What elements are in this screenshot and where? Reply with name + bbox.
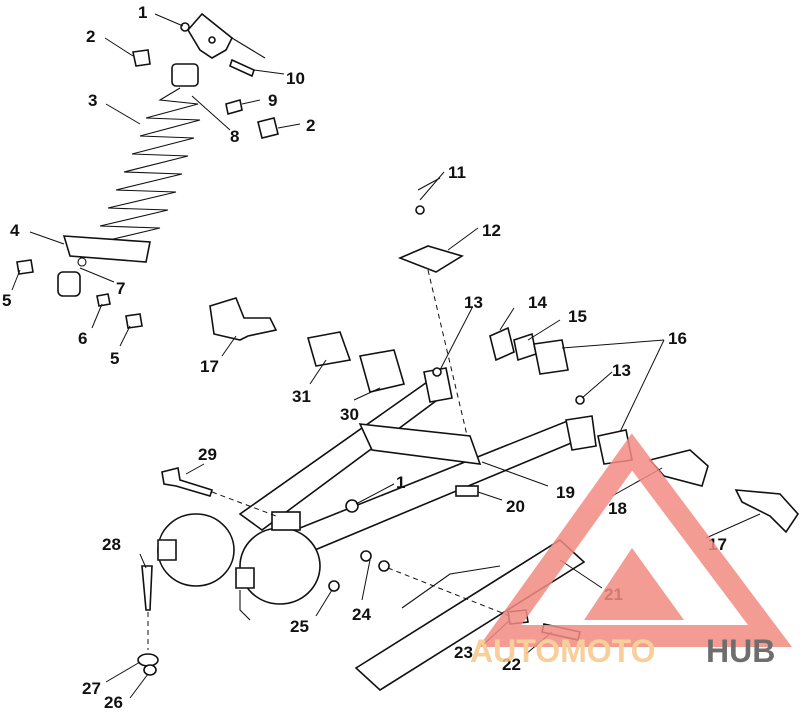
sleeve-6	[96, 293, 111, 307]
nut-1b	[345, 499, 359, 513]
label-2-left: 2	[86, 27, 95, 46]
label-18: 18	[608, 499, 627, 518]
label-23: 23	[454, 643, 473, 662]
label-20: 20	[506, 497, 525, 516]
label-2-right: 2	[306, 116, 315, 135]
left-pivot-hardware	[209, 297, 406, 393]
bushing-31	[306, 331, 352, 367]
shock-absorber	[16, 12, 279, 329]
decal-20	[455, 485, 479, 497]
upper-mount-bracket	[187, 12, 234, 59]
label-1-top: 1	[138, 3, 147, 22]
clamp-tab-right	[235, 567, 255, 589]
shock-top-eye	[171, 63, 199, 87]
bushing-16a	[533, 339, 569, 375]
nut-25	[328, 580, 340, 592]
label-16: 16	[668, 329, 687, 348]
screw-11-head	[415, 205, 425, 215]
label-28: 28	[102, 535, 121, 554]
label-14: 14	[528, 293, 547, 312]
leader-lines	[11, 13, 761, 699]
watermark-triangle	[478, 433, 792, 647]
bolt-29-guide	[211, 491, 277, 517]
right-pivot-hardware	[489, 326, 800, 534]
label-5-right: 5	[110, 349, 119, 368]
pivot-tube-right	[565, 415, 597, 451]
label-4: 4	[10, 221, 20, 240]
label-8: 8	[230, 127, 239, 146]
plate-12	[397, 245, 464, 273]
shock-spring	[57, 87, 201, 297]
label-12: 12	[482, 221, 501, 240]
label-7: 7	[116, 279, 125, 298]
sleeve-9	[225, 98, 243, 116]
bolt-10	[229, 58, 255, 78]
label-10: 10	[286, 69, 305, 88]
rail-guide	[387, 567, 511, 617]
nut-1a	[180, 22, 190, 32]
lower-spring-seat	[62, 235, 151, 263]
bracket-plate	[397, 177, 471, 449]
bolt-29	[161, 467, 214, 497]
label-29: 29	[198, 445, 217, 464]
pivot-bolt-17a	[209, 297, 278, 341]
bushing-2b	[257, 117, 279, 139]
shock-mount-lugs	[271, 511, 301, 531]
washer-24a	[360, 550, 372, 562]
washer-27	[137, 653, 159, 667]
label-19: 19	[556, 483, 575, 502]
cross-member	[358, 423, 482, 465]
watermark-inner-mark	[584, 548, 684, 620]
label-30: 30	[340, 405, 359, 424]
bushing-2a	[132, 49, 151, 67]
screw-11	[417, 177, 441, 191]
bushing-5a	[16, 259, 34, 275]
label-24: 24	[352, 605, 371, 624]
washer-15	[513, 332, 537, 362]
watermark-logo: AUTOMOTO HUB	[470, 433, 792, 669]
clamp-foot	[239, 590, 251, 621]
bushing-30	[358, 349, 406, 393]
label-31: 31	[292, 387, 311, 406]
bolt-28	[141, 565, 153, 611]
pivot-bolt-17b	[734, 489, 800, 534]
clamp-tab-left	[157, 539, 177, 561]
bracket-hole	[208, 36, 216, 44]
adjuster-dot	[77, 257, 87, 267]
label-3: 3	[88, 91, 97, 110]
label-13-right: 13	[612, 361, 631, 380]
shock-bottom-eye	[57, 271, 81, 297]
nut-14	[489, 326, 515, 362]
label-9: 9	[268, 91, 277, 110]
watermark-brand-primary: AUTOMOTO	[470, 633, 655, 669]
bracket-edge	[231, 37, 266, 59]
slide-rail-21	[354, 538, 586, 692]
slide-rail-bracket	[401, 565, 501, 609]
label-27: 27	[82, 679, 101, 698]
label-6: 6	[78, 329, 87, 348]
label-25: 25	[290, 617, 309, 636]
plate-dashed-guide	[427, 269, 471, 449]
watermark-brand-secondary: HUB	[706, 633, 775, 669]
nut-26	[143, 664, 157, 676]
washer-24b	[378, 560, 390, 572]
bushing-5b	[125, 313, 143, 329]
fitting-13a	[432, 367, 442, 377]
swing-arm	[157, 367, 597, 621]
label-22: 22	[502, 655, 521, 674]
label-17-left: 17	[200, 357, 219, 376]
label-11: 11	[448, 163, 466, 182]
label-15: 15	[568, 307, 587, 326]
label-5-left: 5	[2, 291, 11, 310]
axle-clamp-right	[239, 527, 321, 605]
label-1-mid: 1	[396, 473, 405, 492]
label-26: 26	[104, 693, 123, 711]
label-13-top: 13	[464, 293, 483, 312]
